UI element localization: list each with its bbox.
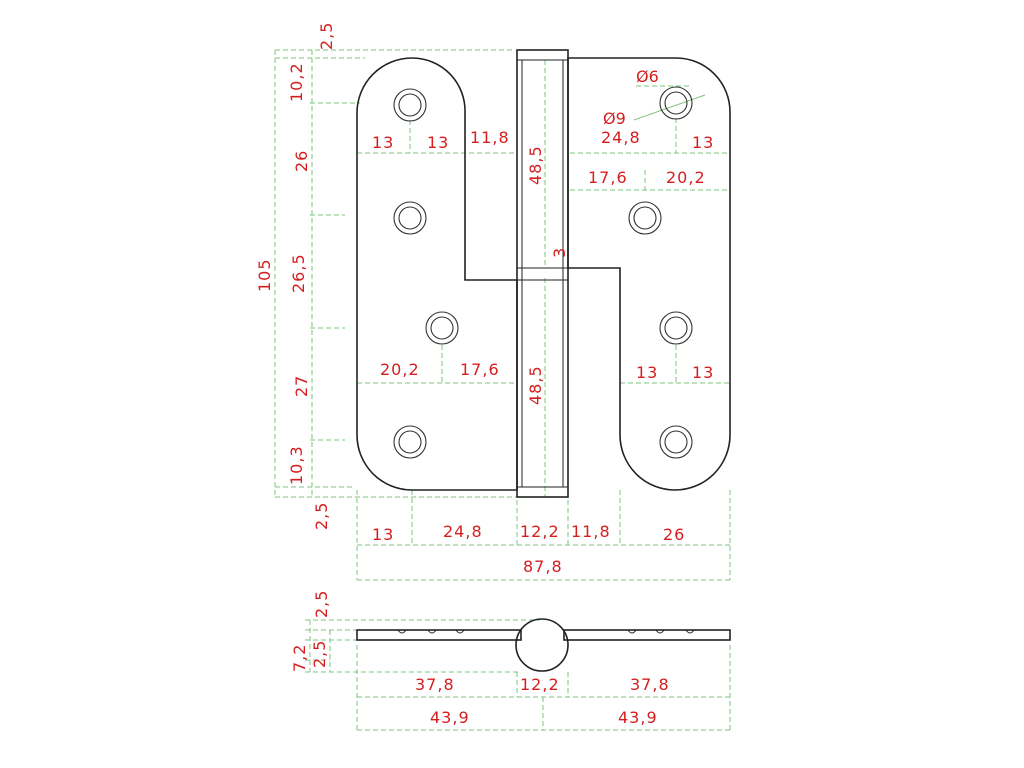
label-left-26-5: 26,5 bbox=[289, 253, 308, 293]
side-pin-barrel bbox=[515, 618, 569, 672]
label-pin-48-5-bottom: 48,5 bbox=[526, 365, 545, 405]
label-base-26: 26 bbox=[663, 525, 685, 544]
label-base-11-8: 11,8 bbox=[571, 522, 611, 541]
side-right-leaf bbox=[563, 629, 731, 641]
label-pin-48-5-top: 48,5 bbox=[526, 145, 545, 185]
hole-right-1 bbox=[659, 86, 693, 120]
hinge-front-view bbox=[356, 49, 731, 498]
label-left-10-2: 10,2 bbox=[287, 62, 306, 102]
label-base-24-8: 24,8 bbox=[443, 522, 483, 541]
label-br-13-b: 13 bbox=[692, 363, 714, 382]
side-view-dimension-lines bbox=[305, 619, 731, 731]
label-side-12-2: 12,2 bbox=[520, 675, 560, 694]
hole-left-1 bbox=[393, 88, 427, 122]
label-overall-width: 87,8 bbox=[523, 557, 563, 576]
label-left-27: 27 bbox=[292, 375, 311, 397]
label-side-37-8-left: 37,8 bbox=[415, 675, 455, 694]
hole-left-3 bbox=[425, 311, 459, 345]
hole-left-4 bbox=[393, 425, 427, 459]
label-side-7-2: 7,2 bbox=[290, 644, 309, 672]
label-tl-13-a: 13 bbox=[372, 133, 394, 152]
hole-right-4 bbox=[659, 425, 693, 459]
label-br-13-a: 13 bbox=[636, 363, 658, 382]
side-view-labels: 2,5 7,2 2,5 37,8 12,2 37,8 43,9 43,9 bbox=[290, 590, 670, 727]
left-leaf-outline bbox=[356, 57, 518, 491]
label-pin-3: 3 bbox=[550, 247, 569, 258]
label-tr-20-2: 20,2 bbox=[666, 168, 706, 187]
pin-knuckle bbox=[516, 49, 569, 498]
label-base-12-2: 12,2 bbox=[520, 522, 560, 541]
front-view-labels: 2,5 10,2 26 26,5 27 10,3 2,5 105 13 13 1… bbox=[255, 22, 714, 576]
label-base-13: 13 bbox=[372, 525, 394, 544]
label-side-43-9-right: 43,9 bbox=[618, 708, 658, 727]
label-tr-24-8: 24,8 bbox=[601, 128, 641, 147]
right-leaf-outline bbox=[567, 57, 731, 491]
label-tl-11-8: 11,8 bbox=[470, 128, 510, 147]
label-left-26: 26 bbox=[292, 150, 311, 172]
label-side-37-8-right: 37,8 bbox=[630, 675, 670, 694]
label-side-43-9-left: 43,9 bbox=[430, 708, 470, 727]
label-side-2-5-bottom: 2,5 bbox=[310, 640, 329, 668]
label-diameter-9: Ø9 bbox=[603, 109, 626, 128]
label-tr-13: 13 bbox=[692, 133, 714, 152]
label-bottom-margin: 2,5 bbox=[312, 502, 331, 530]
hole-right-2 bbox=[628, 201, 662, 235]
hole-left-2 bbox=[393, 201, 427, 235]
label-overall-height: 105 bbox=[255, 258, 274, 292]
hole-right-3 bbox=[659, 311, 693, 345]
label-bl-17-6: 17,6 bbox=[460, 360, 500, 379]
label-diameter-6: Ø6 bbox=[636, 67, 659, 86]
label-side-2-5-top: 2,5 bbox=[312, 590, 331, 618]
label-top-margin: 2,5 bbox=[317, 22, 336, 50]
label-tl-13-b: 13 bbox=[427, 133, 449, 152]
hinge-side-view bbox=[356, 618, 731, 672]
label-tr-17-6: 17,6 bbox=[588, 168, 628, 187]
side-left-leaf bbox=[356, 629, 522, 641]
label-bl-20-2: 20,2 bbox=[380, 360, 420, 379]
front-view-dimension-lines bbox=[274, 49, 731, 581]
label-left-10-3: 10,3 bbox=[287, 445, 306, 485]
